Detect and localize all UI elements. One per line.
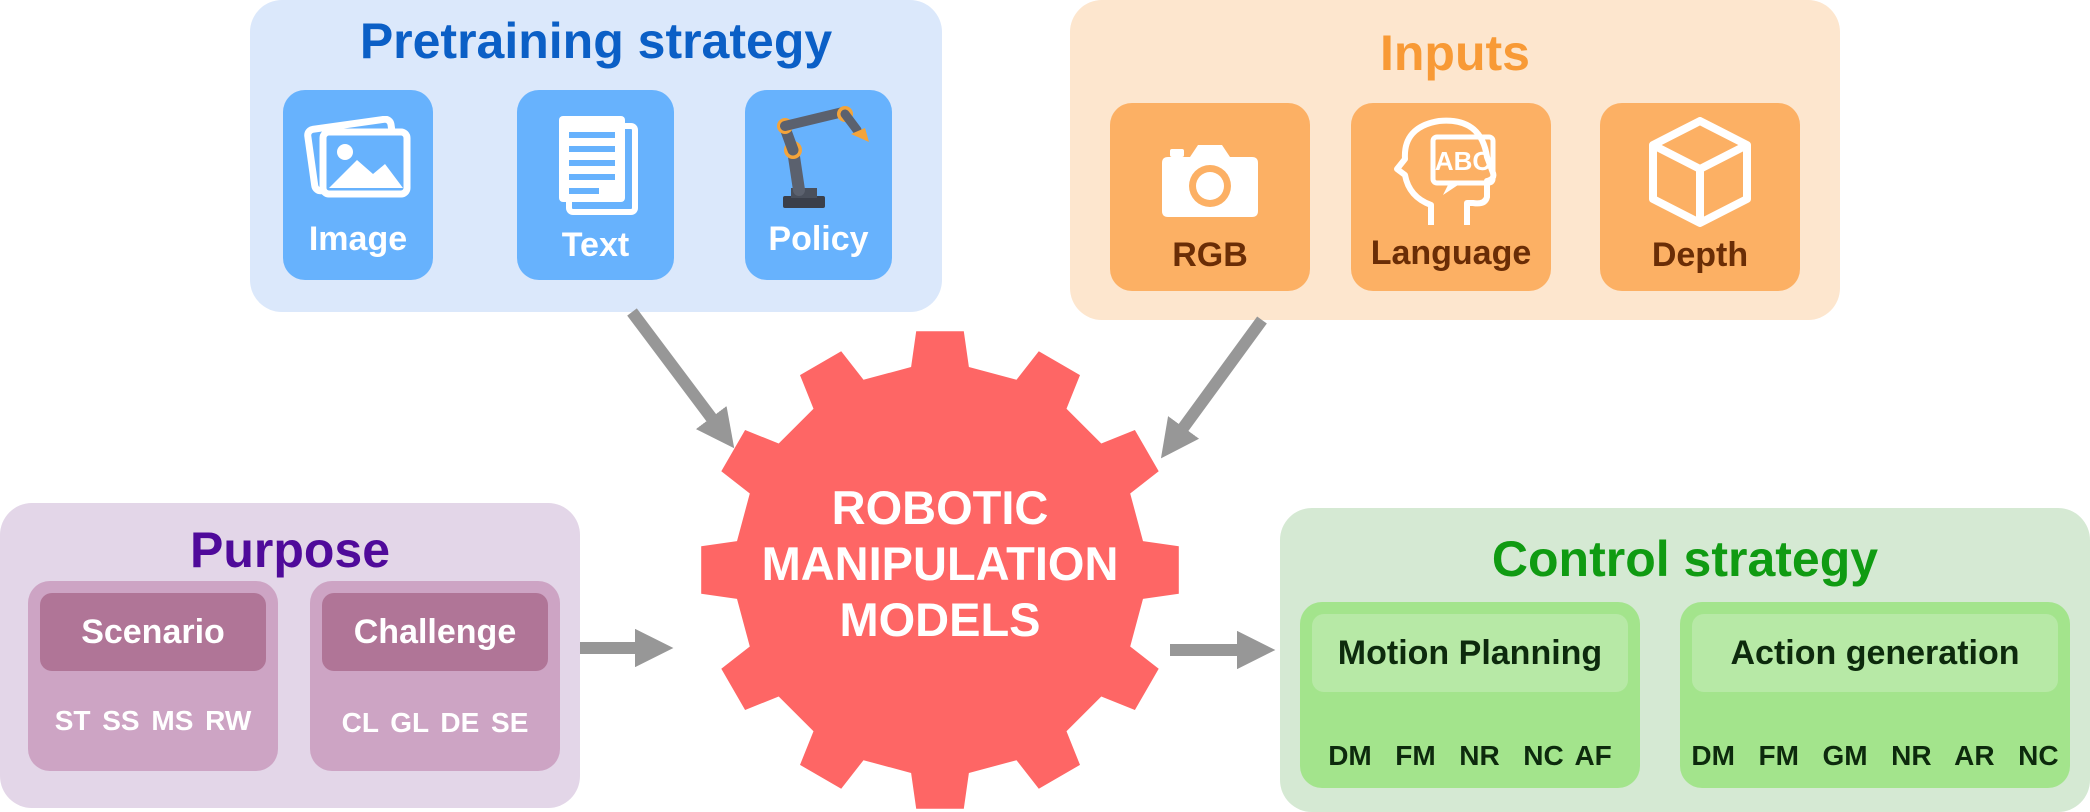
pretraining-image-card: Image <box>283 90 433 280</box>
control-action-generation-group: Action generation DM FM GM NR AR NC <box>1680 602 2070 788</box>
inputs-rgb-card: RGB <box>1110 103 1310 291</box>
image-icon <box>304 116 411 198</box>
inputs-rgb-label: RGB <box>1172 236 1248 274</box>
control-action-generation-codes: DM FM GM NR AR NC <box>1691 740 2059 771</box>
control-strategy-panel: Control strategy Motion Planning DM FM N… <box>1280 508 2090 812</box>
purpose-title: Purpose <box>189 522 391 578</box>
purpose-scenario-group: Scenario ST SS MS RW <box>28 581 278 771</box>
head-abc-icon: ABC <box>1394 117 1497 225</box>
center-title-line3: MODELS <box>839 593 1041 646</box>
control-motion-planning-codes: DM FM NR NC AF <box>1328 740 1612 771</box>
pretraining-text-label: Text <box>561 226 630 264</box>
center-title-line1: ROBOTIC <box>831 481 1049 534</box>
pretraining-image-label: Image <box>308 220 408 258</box>
pretraining-policy-label: Policy <box>768 220 869 258</box>
purpose-challenge-codes: CL GL DE SE <box>341 707 529 738</box>
control-strategy-title: Control strategy <box>1491 531 1879 587</box>
arrow-inputs-to-center <box>1160 316 1267 459</box>
svg-text:ABC: ABC <box>1435 146 1492 176</box>
purpose-panel: Purpose Scenario ST SS MS RW Challenge C… <box>0 503 580 808</box>
pretraining-strategy-title: Pretraining strategy <box>359 13 833 69</box>
control-motion-planning-group: Motion Planning DM FM NR NC AF <box>1300 602 1640 788</box>
inputs-depth-card: Depth <box>1600 103 1800 291</box>
camera-icon <box>1162 145 1258 217</box>
document-icon <box>559 116 638 215</box>
purpose-challenge-header: Challenge <box>322 593 548 671</box>
inputs-panel: Inputs RGB ABC Language Depth <box>1070 0 1840 320</box>
inputs-language-card: ABC Language <box>1351 103 1551 291</box>
inputs-title: Inputs <box>1380 25 1530 81</box>
purpose-scenario-codes: ST SS MS RW <box>54 705 252 736</box>
robot-arm-icon <box>777 106 869 208</box>
pretraining-text-card: Text <box>517 90 674 280</box>
pretraining-strategy-panel: Pretraining strategy Image Text <box>250 0 942 312</box>
cube-icon <box>1649 117 1751 227</box>
pretraining-policy-card: Policy <box>745 90 892 280</box>
gear-icon <box>701 331 1179 809</box>
control-motion-planning-header: Motion Planning <box>1312 614 1628 692</box>
inputs-depth-label: Depth <box>1651 236 1749 274</box>
purpose-scenario-header: Scenario <box>40 593 266 671</box>
center-title-line2: MANIPULATION <box>761 537 1119 590</box>
control-action-generation-header: Action generation <box>1692 614 2058 692</box>
arrow-pretraining-to-center <box>627 308 735 449</box>
purpose-challenge-group: Challenge CL GL DE SE <box>310 581 560 771</box>
inputs-language-label: Language <box>1370 234 1532 272</box>
center-title: ROBOTIC MANIPULATION MODELS <box>740 480 1140 648</box>
